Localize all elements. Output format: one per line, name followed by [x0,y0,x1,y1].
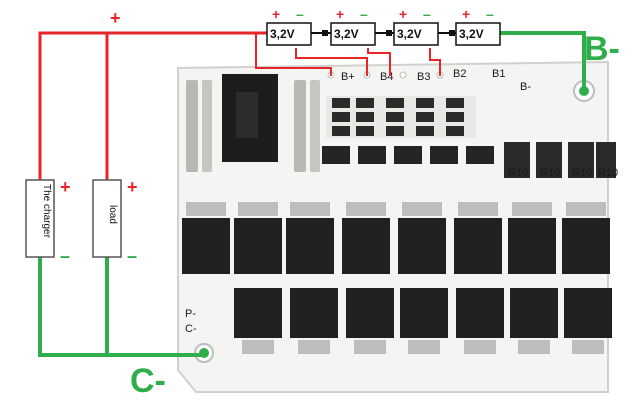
cell-1-plus: + [272,6,280,22]
c-minus-terminal-label: C- [130,362,166,400]
b-minus-terminal-label: B- [584,30,620,68]
pcb-label-b3: B3 [417,71,430,83]
cell-2-minus: – [360,6,368,22]
pcb-label-c-minus: C- [185,323,197,335]
c-minus-node [199,348,209,358]
balance-transistors [322,146,494,164]
pcb-label-b-minus: B- [520,81,531,93]
pcb-label-b2: B2 [453,68,466,80]
cell-1 [266,22,312,46]
pcb-label-b4: B4 [380,71,393,83]
mosfet-row-lower [234,288,612,354]
charger-minus: – [60,246,70,266]
load-label: load [107,205,118,224]
mosfet-row-upper [182,202,610,274]
pcb-label-b-plus: B+ [341,71,355,83]
charger-label: The charger [41,184,52,239]
charger-plus: + [60,177,71,197]
protection-ic [222,74,278,162]
top-plus-sign: + [110,8,121,28]
shunt-code-1: R10 [508,167,528,179]
cell-3-minus: – [423,6,431,22]
b-minus-node [579,86,589,96]
shunt-resistors [504,142,616,178]
cell-2-plus: + [336,6,344,22]
cell-4-voltage: 3,2V [459,27,484,41]
smd-resistor-array [326,96,476,138]
cell-2 [330,22,376,46]
pcb-label-b1: B1 [492,68,505,80]
cell-1-minus: – [296,6,304,22]
pcb-board: R10 R10 R10 R10 [177,60,618,393]
pcb-label-p-minus: P- [185,308,196,320]
cell-2-voltage: 3,2V [334,27,359,41]
cell-3 [393,22,439,46]
negative-wiring [38,31,586,357]
balance-leads [255,33,441,76]
load-box: load + – [92,177,138,266]
load-minus: – [127,246,137,266]
cell-4 [455,22,501,46]
load-plus: + [127,177,138,197]
left-components [186,80,320,172]
cell-4-minus: – [486,6,494,22]
cell-3-plus: + [399,6,407,22]
cell-1-voltage: 3,2V [270,27,295,41]
shunt-code-3: R10 [572,167,592,179]
charger-box: The charger + – [25,177,71,266]
cell-3-voltage: 3,2V [397,27,422,41]
cell-string: 3,2V 3,2V 3,2V 3,2V + – + – + – + – [266,6,501,46]
shunt-code-2: R10 [540,167,560,179]
shunt-code-4: R10 [598,167,618,179]
cell-4-plus: + [462,6,470,22]
